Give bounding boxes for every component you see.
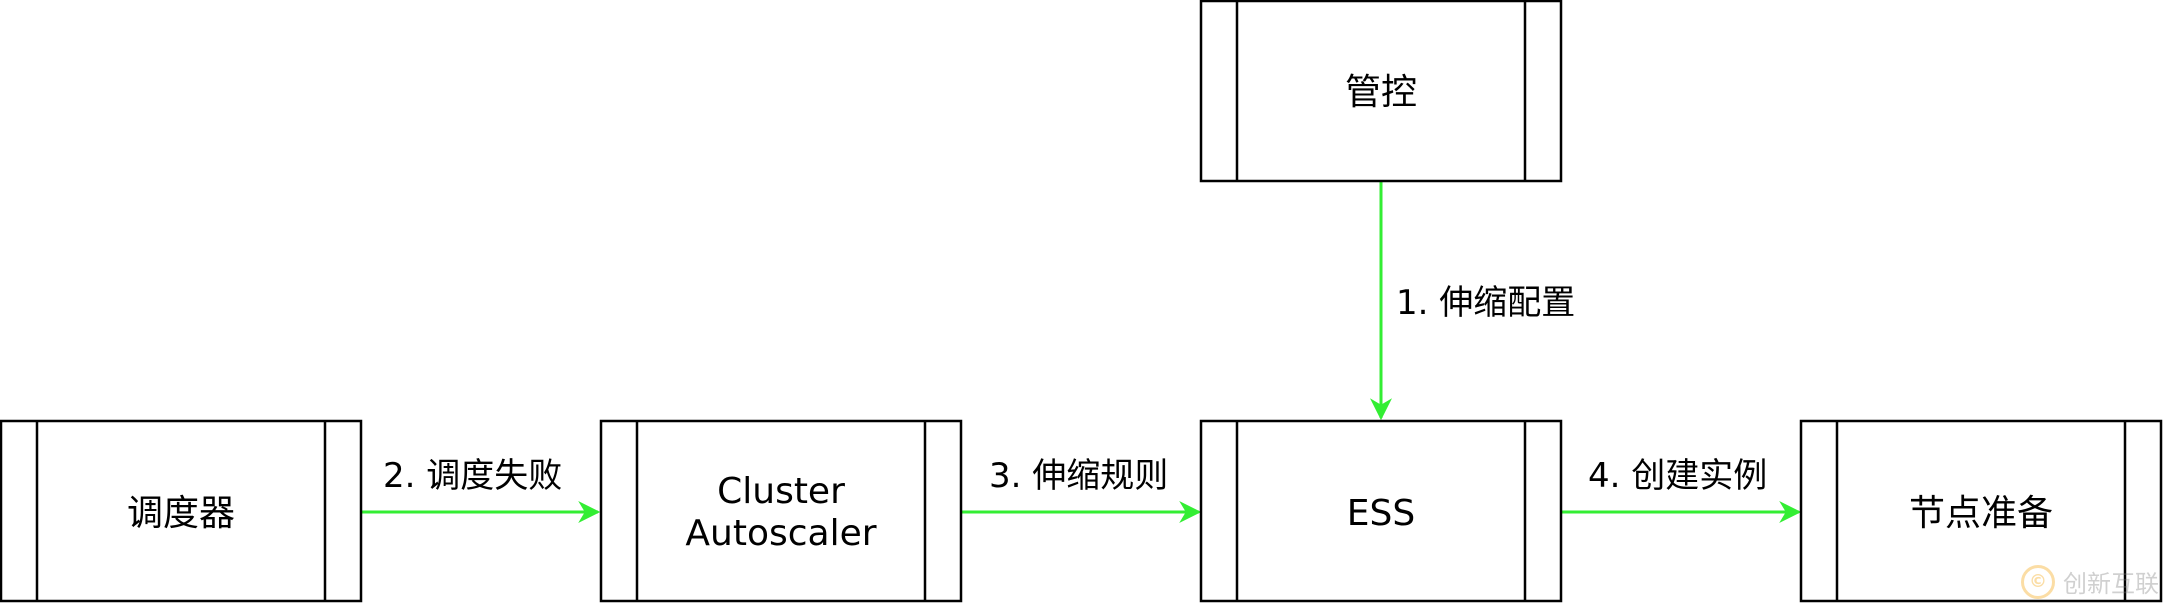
node-ess-label: ESS — [1347, 493, 1415, 534]
node-guankong: 管控 — [1199, 0, 1563, 183]
edge-3: 3. 伸缩规则 — [962, 456, 1202, 523]
node-cluster-autoscaler-box — [599, 419, 963, 603]
node-scheduler: 调度器 — [0, 419, 363, 603]
edge-1-label: 1. 伸缩配置 — [1396, 283, 1575, 323]
node-cluster-autoscaler-label-line-2: Autoscaler — [685, 513, 876, 554]
node-scheduler-box — [0, 419, 363, 603]
edge-2-label: 2. 调度失败 — [383, 456, 562, 496]
node-node-prep-box — [1799, 419, 2163, 603]
node-cluster-autoscaler: Cluster Autoscaler — [599, 419, 963, 603]
node-guankong-label: 管控 — [1345, 72, 1417, 113]
node-node-prep: 节点准备 — [1799, 419, 2163, 603]
edge-4-label: 4. 创建实例 — [1588, 456, 1767, 496]
edge-4: 4. 创建实例 — [1562, 456, 1802, 523]
node-ess: ESS — [1199, 419, 1563, 603]
edge-3-label: 3. 伸缩规则 — [989, 456, 1168, 496]
node-ess-box — [1199, 419, 1563, 603]
node-node-prep-label: 节点准备 — [1909, 493, 2053, 534]
node-scheduler-label: 调度器 — [127, 493, 235, 534]
edge-1: 1. 伸缩配置 — [1370, 182, 1575, 421]
edge-2: 2. 调度失败 — [362, 456, 601, 523]
node-cluster-autoscaler-label-line-1: Cluster — [717, 471, 845, 512]
node-guankong-box — [1199, 0, 1563, 183]
